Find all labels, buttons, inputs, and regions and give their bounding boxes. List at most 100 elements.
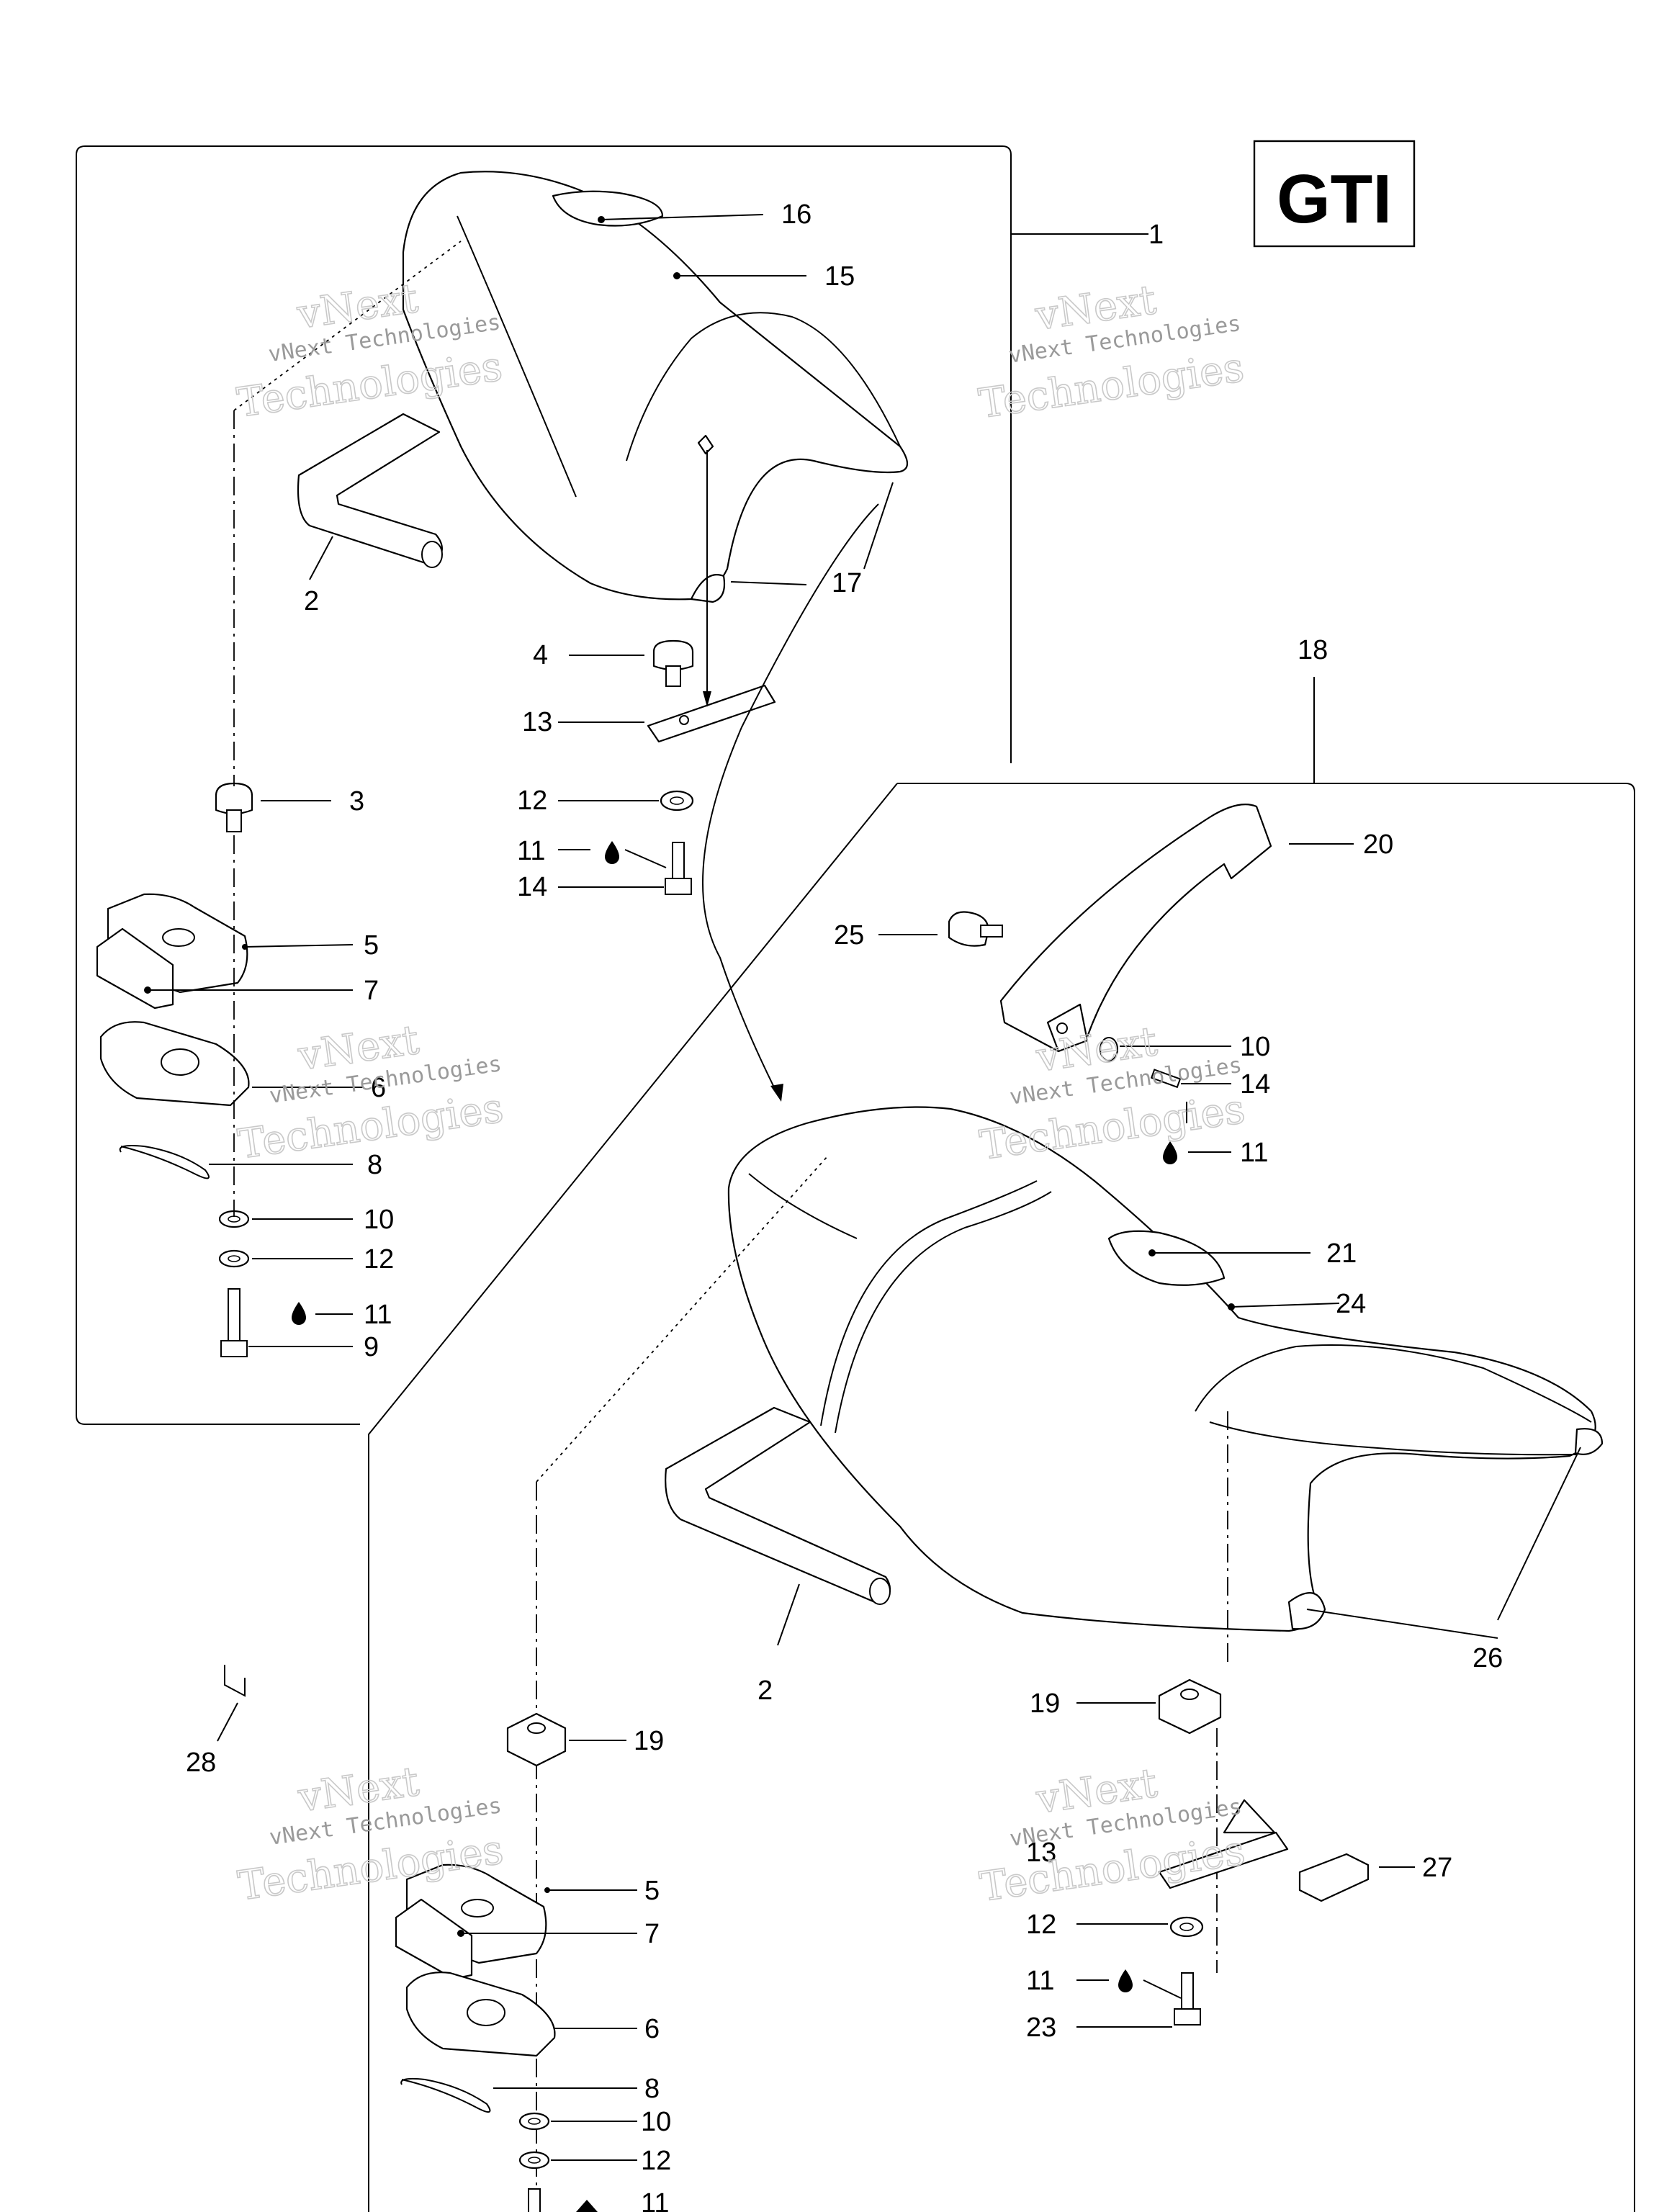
front-seat-rear-lip [1195, 1344, 1592, 1423]
nut-19-right [1158, 1678, 1222, 1735]
rear-seat-strap [552, 190, 664, 227]
bolt-14-upper [672, 842, 685, 879]
callout-13-upper: 13 [522, 707, 552, 737]
callout-11-upper: 11 [517, 836, 545, 866]
bracket-13-upper-hole [679, 715, 689, 725]
guide-line-front-right [1216, 1411, 1228, 1973]
arrow-head-down [703, 691, 711, 707]
bracket-13-lower [1158, 1831, 1289, 1889]
callout-25: 25 [834, 920, 864, 950]
callout-19-right: 19 [1030, 1689, 1060, 1719]
callout-26: 26 [1473, 1643, 1503, 1673]
washer-10-lower-hole [528, 2118, 541, 2125]
model-badge-box [1253, 140, 1416, 248]
callout-18: 18 [1298, 635, 1328, 665]
callout-8-lower: 8 [644, 2074, 660, 2104]
knob-25 [948, 911, 989, 947]
washer-10-right [1100, 1037, 1118, 1061]
bolt-9-head [220, 1340, 248, 1357]
nut-19-right-hole [1180, 1689, 1199, 1700]
watermark-mid-right: vNext vNext Technologies Technologies [976, 1017, 1249, 1170]
handle-end-lower [869, 1578, 891, 1605]
connector-curve [702, 503, 879, 1095]
knob-3-stem [226, 809, 242, 832]
bolt-23-head [1174, 2008, 1201, 2026]
callout-20: 20 [1363, 830, 1393, 860]
callout-27: 27 [1422, 1853, 1452, 1883]
callout-10-left: 10 [364, 1205, 394, 1235]
bolt-23 [1181, 1972, 1194, 2010]
bolt-lower-left [528, 2188, 541, 2212]
oil-drop-icon [292, 841, 1177, 2212]
callout-7-lower: 7 [644, 1919, 660, 1949]
callout-10-right: 10 [1240, 1032, 1270, 1062]
front-seat-stripe-2 [835, 1191, 1052, 1434]
callout-6-upper: 6 [371, 1073, 386, 1103]
knob-4-stem [665, 665, 681, 687]
callout-21: 21 [1326, 1238, 1357, 1269]
front-seat-rear-lip-2 [1209, 1421, 1578, 1456]
washer-10-left-hole [228, 1215, 240, 1223]
callout-6-lower: 6 [644, 2014, 660, 2044]
model-badge: GTI [1277, 161, 1392, 238]
bracket-13-upper [647, 684, 776, 743]
callout-3: 3 [349, 786, 364, 817]
front-seat-stripe [820, 1180, 1038, 1426]
callout-14-right: 14 [1240, 1069, 1270, 1100]
handle-end-upper [421, 541, 443, 568]
callout-23: 23 [1026, 2013, 1056, 2043]
callout-11-right-lower: 11 [1026, 1966, 1054, 1996]
nut-19-left [506, 1712, 567, 1767]
callout-8-upper: 8 [367, 1150, 382, 1180]
frame-rear-seat-assembly [76, 145, 1012, 1425]
grab-handle-20 [999, 804, 1272, 1053]
callout-5-upper: 5 [364, 930, 379, 961]
knob-3 [215, 782, 253, 815]
pad-27 [1298, 1853, 1370, 1902]
rear-seat-inner-curve [626, 312, 901, 462]
callout-1: 1 [1148, 220, 1164, 250]
washer-12-right-hole [1179, 1923, 1194, 1931]
latch-7-upper [96, 927, 174, 1010]
callout-5-lower: 5 [644, 1876, 660, 1906]
bolt-9 [228, 1288, 240, 1341]
nut-19-left-hole [527, 1722, 546, 1734]
latch-base-6-upper-cup [161, 1048, 199, 1076]
front-seat-nose [1287, 1592, 1326, 1630]
guide-line-front-left-top [536, 1155, 829, 1483]
rear-seat-fold-line [457, 215, 577, 498]
callout-13-lower: 13 [1026, 1838, 1056, 1868]
callout-2-lower: 2 [757, 1676, 773, 1706]
watermark-top-right: vNext vNext Technologies Technologies [976, 276, 1248, 428]
latch-7-lower [395, 1898, 473, 1980]
screw-14-right [1150, 1069, 1182, 1089]
leader-dots [144, 216, 1235, 1937]
rear-seat-cover [402, 171, 909, 601]
callout-14-upper: 14 [517, 872, 547, 902]
callout-12-left: 12 [364, 1244, 394, 1274]
callout-11-left: 11 [364, 1300, 392, 1330]
bracket-13-lower-flap [1223, 1799, 1276, 1834]
callout-12-upper: 12 [517, 786, 547, 816]
washer-12-left-hole [228, 1255, 240, 1262]
latch-base-6-lower-cup [467, 1999, 505, 2026]
callout-15: 15 [824, 261, 855, 292]
knob-25-stem [980, 925, 1003, 938]
watermark-bottom-right: vNext vNext Technologies Technologies [976, 1759, 1249, 1912]
connector-arrow-head [770, 1084, 783, 1102]
front-seat-tail [1574, 1428, 1604, 1455]
callout-2-upper: 2 [304, 586, 319, 616]
front-seat-strap-21 [1107, 1230, 1226, 1286]
callout-11-right: 11 [1240, 1138, 1268, 1168]
front-seat-front-fold [748, 1173, 858, 1239]
grab-handle-20-hole [1056, 1022, 1068, 1034]
latch-5-lower-hole [461, 1899, 494, 1917]
latch-5-upper-hole [162, 928, 195, 947]
callout-12-lower: 12 [641, 2146, 671, 2176]
callout-7-upper: 7 [364, 976, 379, 1006]
callout-19-left: 19 [634, 1726, 664, 1756]
callout-17: 17 [832, 568, 862, 598]
callout-4: 4 [533, 640, 548, 670]
washer-12-lower-hole [528, 2157, 541, 2164]
